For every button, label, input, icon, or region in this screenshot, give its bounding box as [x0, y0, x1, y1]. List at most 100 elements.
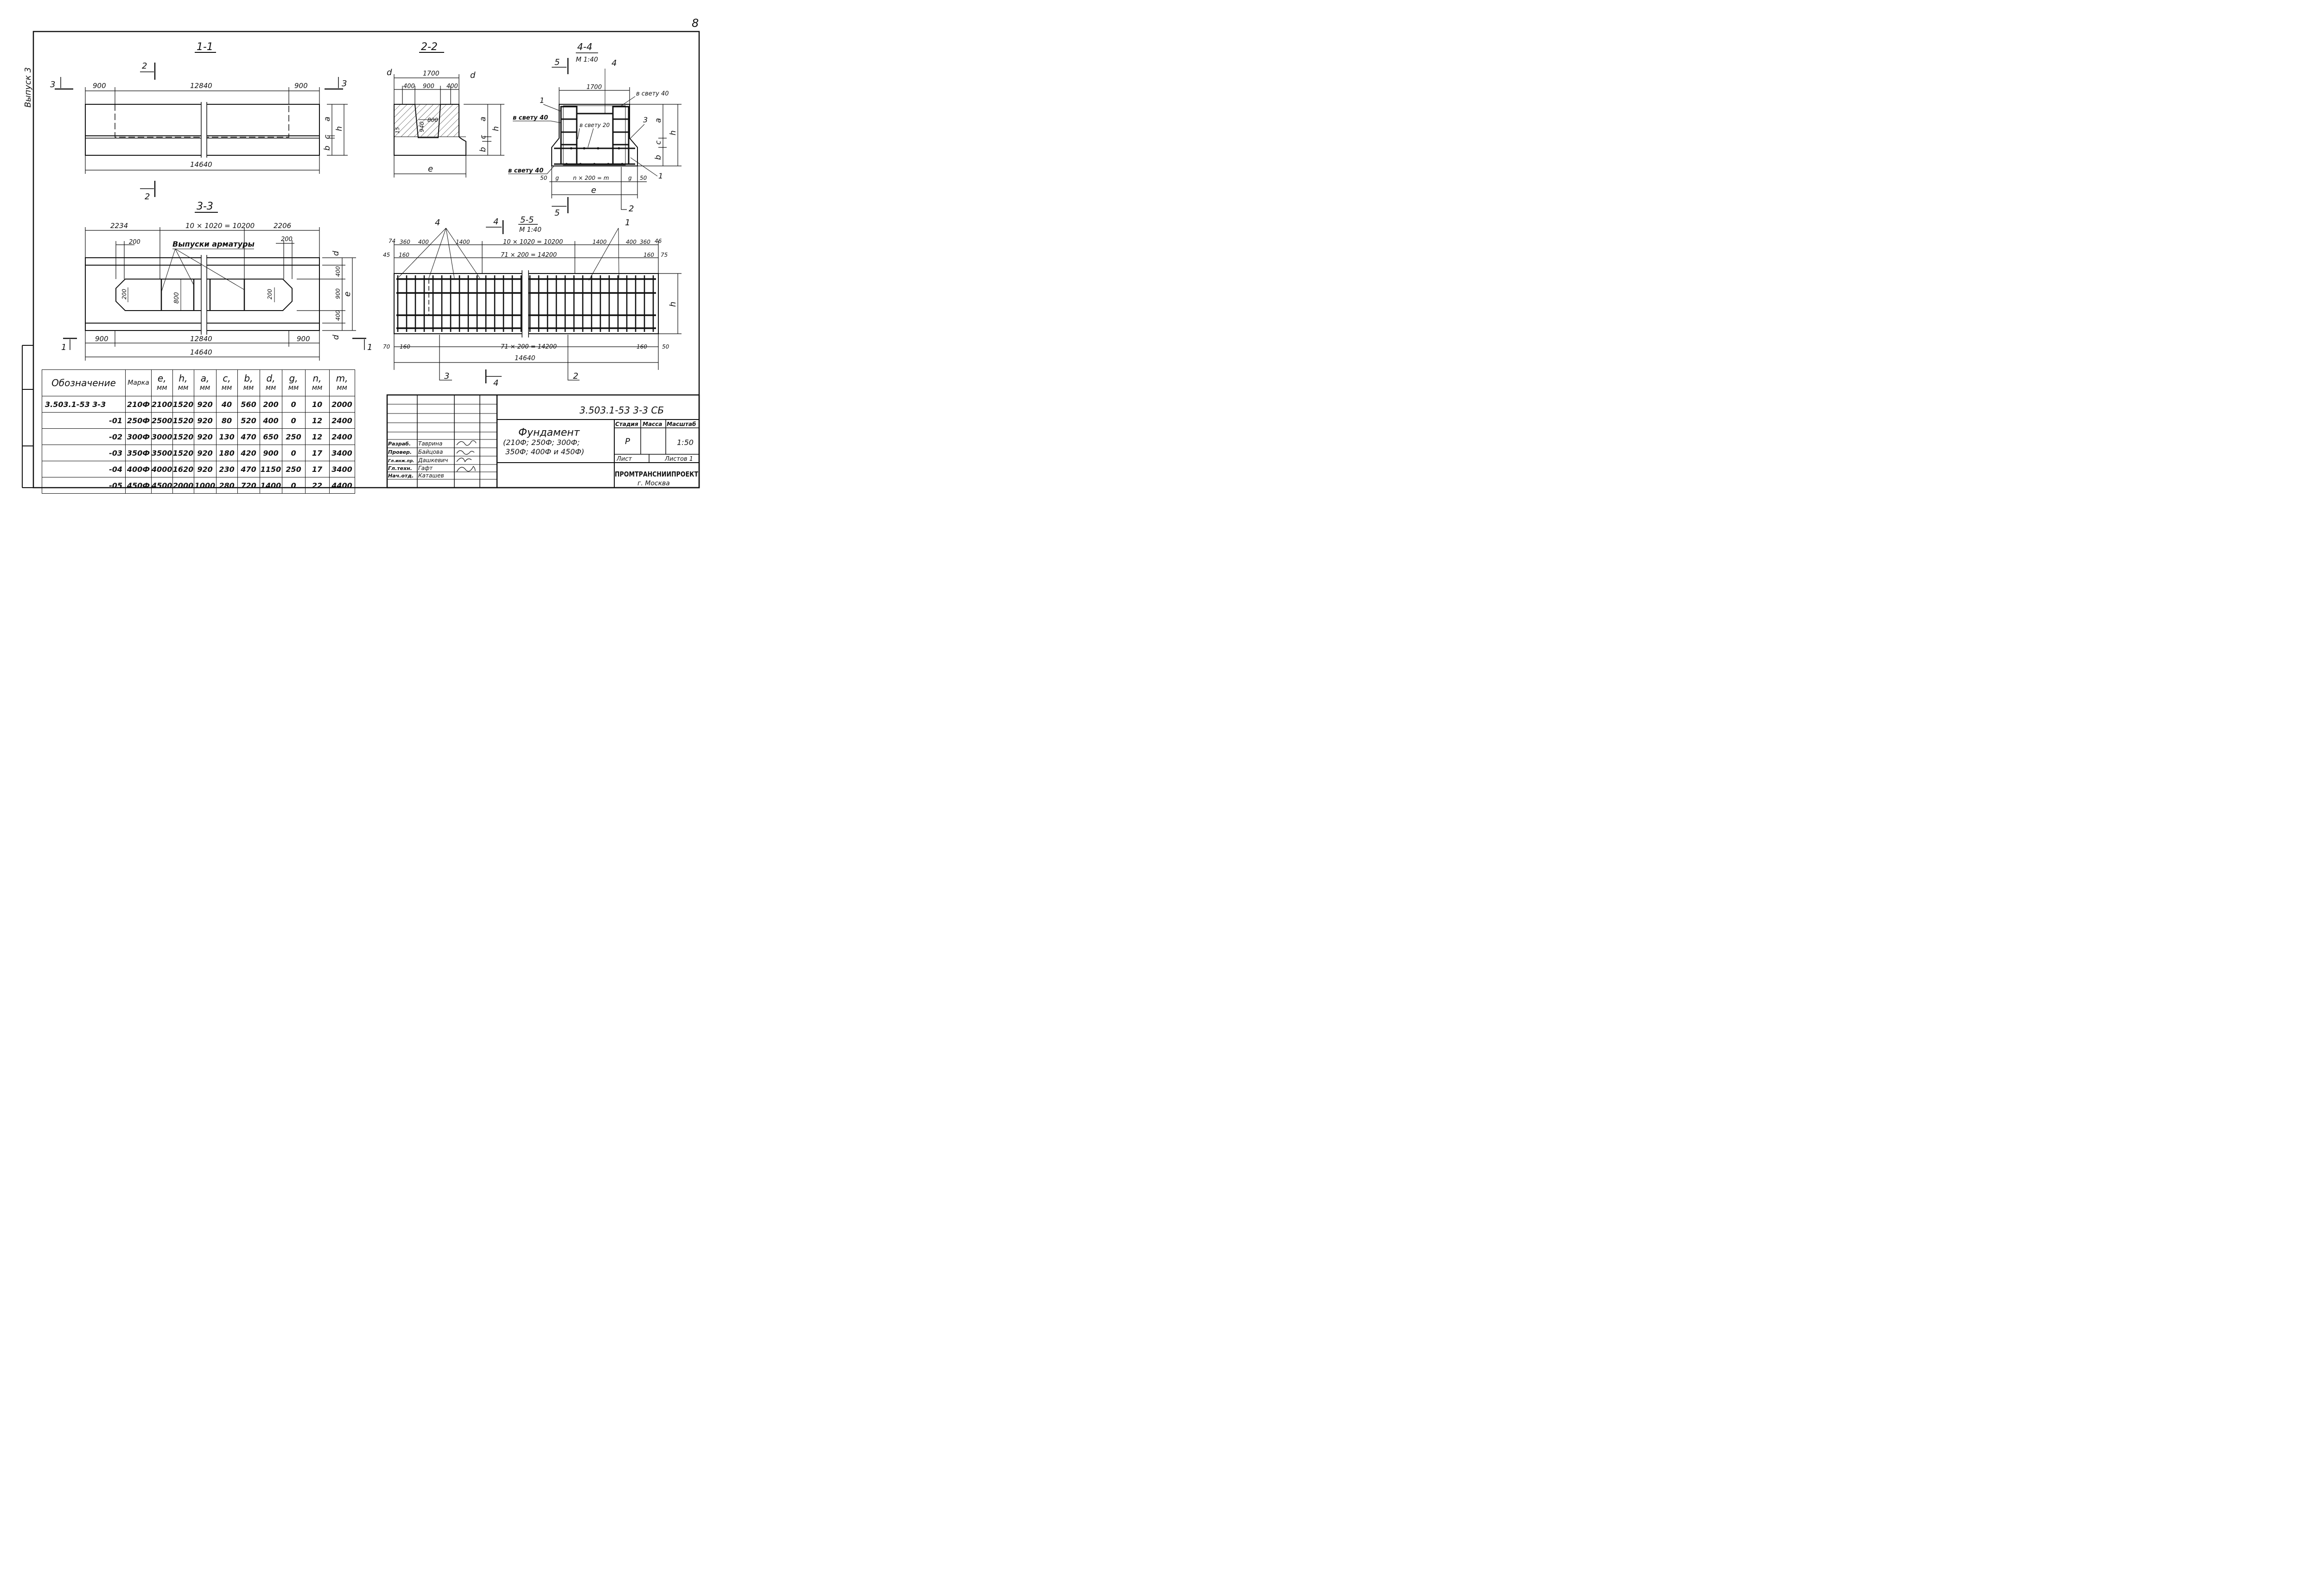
table-cell: 2000 — [172, 477, 194, 494]
dim-text: 200 — [129, 239, 140, 246]
col-header-n: n,мм — [305, 369, 330, 396]
table-cell: 920 — [193, 461, 217, 477]
dim-text: 400 — [403, 83, 415, 90]
spec-table: Обозначение Марка e,мм h,мм a,мм c,мм b,… — [42, 369, 355, 494]
section-mark: 2 — [145, 192, 150, 202]
section-4-4-title: 4-4 — [577, 41, 593, 52]
table-cell: 1520 — [172, 412, 194, 429]
dim-text: 1400 — [593, 239, 607, 245]
section-mark: 3 — [444, 371, 449, 381]
table-cell: 3.503.1-53 3-3 — [42, 396, 126, 413]
section-mark: 5 — [554, 208, 560, 218]
dim-text: g — [628, 175, 632, 181]
dim-letter: c — [478, 135, 487, 139]
table-cell: 300Ф — [125, 428, 152, 445]
table-cell: 10 — [305, 396, 330, 413]
dim-letter: h — [335, 126, 344, 131]
col-header-m: m,мм — [329, 369, 355, 396]
dim-letter: c — [323, 134, 332, 139]
table-cell: 470 — [237, 461, 260, 477]
table-cell: 2400 — [329, 428, 355, 445]
dim-text: 900 — [294, 82, 308, 90]
table-cell: 920 — [193, 412, 217, 429]
stage-value: Р — [625, 437, 630, 446]
table-cell: 12 — [305, 428, 330, 445]
spec-header-row: Обозначение Марка e,мм h,мм a,мм c,мм b,… — [42, 369, 355, 396]
dim-text: 160 — [643, 252, 654, 258]
table-cell: 520 — [237, 412, 260, 429]
table-cell: -03 — [42, 445, 126, 461]
table-cell: 17 — [305, 461, 330, 477]
role-label: Гл.инж.пр. — [388, 459, 414, 464]
table-cell: 2400 — [329, 412, 355, 429]
table-cell: 200 — [259, 396, 282, 413]
table-cell: 1150 — [259, 461, 282, 477]
table-cell: 560 — [237, 396, 260, 413]
col-header-e: e,мм — [151, 369, 173, 396]
role-label: Гл.техн. — [388, 465, 412, 471]
table-cell: 40 — [216, 396, 238, 413]
stage-label: Стадия — [615, 421, 638, 427]
dim-letter: h — [491, 126, 501, 131]
table-cell: 130 — [216, 428, 238, 445]
drawing-name-line3: 350Ф; 400Ф и 450Ф) — [505, 447, 584, 456]
table-cell: 4000 — [151, 461, 173, 477]
section-mark: 3 — [50, 80, 55, 89]
dim-letter: a — [323, 117, 332, 121]
table-cell: -04 — [42, 461, 126, 477]
dim-text: n × 200 = m — [573, 175, 609, 181]
section-1-1: 1-1 900 12840 900 14640 a c b h — [50, 41, 348, 202]
col-header-designation: Обозначение — [42, 369, 126, 396]
dim-letter: b — [478, 147, 488, 152]
section-4-4: 4-4 М 1:40 1700 — [508, 41, 682, 218]
table-cell: 0 — [281, 445, 306, 461]
col-header-c: c,мм — [216, 369, 238, 396]
sheet-label: Лист — [616, 456, 632, 463]
col-header-mark: Марка — [125, 369, 152, 396]
scale-label: Масштаб — [667, 421, 696, 427]
section-mark: 1 — [367, 343, 372, 352]
dim-text: 46 — [655, 238, 662, 244]
person-name: Гафт — [418, 465, 433, 471]
dim-text: 200 — [121, 289, 127, 299]
table-cell: 1620 — [172, 461, 194, 477]
section-5-5: 5-5 М 1:40 74 360 400 1400 10 × 1020 = 1… — [383, 215, 682, 388]
table-cell: 180 — [216, 445, 238, 461]
rebar-grid — [396, 275, 656, 332]
section-mark: 4 — [493, 217, 498, 227]
table-cell: 280 — [216, 477, 238, 494]
dim-text: 900 — [423, 83, 434, 90]
dim-text: 360 — [400, 239, 410, 245]
section-mark: 4 — [493, 378, 498, 388]
table-cell: -05 — [42, 477, 126, 494]
dim-text: 75 — [661, 252, 668, 258]
table-cell: 650 — [259, 428, 282, 445]
dim-text: 12840 — [190, 82, 212, 90]
dim-text: 800 — [427, 117, 438, 123]
dim-text: 50 — [662, 343, 669, 350]
doc-code: 3.503.1-53 3-3 СБ — [580, 405, 664, 416]
role-label: Разраб. — [388, 441, 411, 447]
dim-text: 14640 — [190, 160, 212, 169]
dim-letter: b — [654, 155, 663, 160]
table-cell: 230 — [216, 461, 238, 477]
dim-text: g — [555, 175, 559, 181]
dim-text: 200 — [267, 289, 273, 299]
dim-text: 400 — [626, 239, 637, 245]
section-mark: 2 — [629, 204, 634, 214]
clearance-note: в свету 40 — [636, 90, 669, 97]
dim-letter: h — [669, 130, 678, 135]
section-2-2: 2-2 1700 400 900 400 800 940 15 d d — [387, 41, 504, 178]
sheets-label: Листов 1 — [664, 456, 693, 463]
table-cell: 3500 — [151, 445, 173, 461]
section-mark: 3 — [342, 79, 347, 89]
dim-text: 70 — [383, 343, 390, 350]
dim-letter: b — [323, 146, 332, 151]
table-cell: 470 — [237, 428, 260, 445]
dim-letter: e — [428, 164, 433, 174]
table-cell: 2100 — [151, 396, 173, 413]
dim-text: 71 × 200 = 14200 — [501, 343, 557, 350]
table-cell: 400Ф — [125, 461, 152, 477]
table-cell: 1000 — [193, 477, 217, 494]
